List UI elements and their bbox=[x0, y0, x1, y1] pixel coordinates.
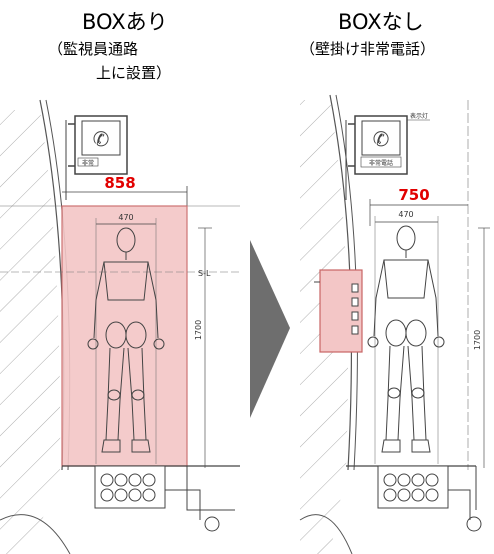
right-panel: 表示灯 ✆ 非常電話 750 470 bbox=[299, 94, 490, 554]
phone-icon: ✆ bbox=[93, 127, 110, 151]
right-duct-circles bbox=[383, 473, 439, 502]
left-phone-label: 非常 bbox=[82, 159, 94, 167]
left-subtitle-line1: （監視員通路 bbox=[48, 40, 139, 58]
left-side-label: S-L bbox=[198, 269, 211, 278]
left-mannequin bbox=[87, 227, 165, 453]
left-width-dim: 858 bbox=[104, 174, 135, 192]
right-subtitle: （壁掛け非常電話） bbox=[300, 40, 436, 58]
right-height-dim: 1700 bbox=[473, 330, 482, 350]
right-mannequin bbox=[367, 225, 445, 453]
left-figure-width: 470 bbox=[118, 213, 133, 222]
right-phone-label: 非常電話 bbox=[369, 159, 393, 167]
left-subtitle-line2: 上に設置） bbox=[96, 64, 172, 82]
right-phone-box: ✆ 非常電話 bbox=[345, 115, 408, 200]
left-title: BOXあり bbox=[82, 10, 168, 34]
transition-arrow bbox=[250, 240, 290, 418]
left-phone-box: ✆ 非常 bbox=[65, 115, 128, 200]
right-title: BOXなし bbox=[338, 10, 424, 34]
left-height-dim: 1700 bbox=[194, 320, 203, 340]
right-width-dim: 750 bbox=[398, 186, 429, 204]
right-lamp-label: 表示灯 bbox=[410, 112, 428, 120]
right-figure-width: 470 bbox=[398, 210, 413, 219]
right-phone-icon: ✆ bbox=[373, 127, 390, 151]
left-wall-hatch bbox=[0, 110, 61, 554]
right-wall-box bbox=[319, 269, 363, 353]
left-box-area bbox=[61, 205, 188, 467]
right-wall-curve bbox=[329, 94, 353, 471]
left-panel: ✆ 非常 858 1700 S-L 470 bbox=[0, 99, 240, 554]
left-duct-circles bbox=[100, 473, 156, 502]
